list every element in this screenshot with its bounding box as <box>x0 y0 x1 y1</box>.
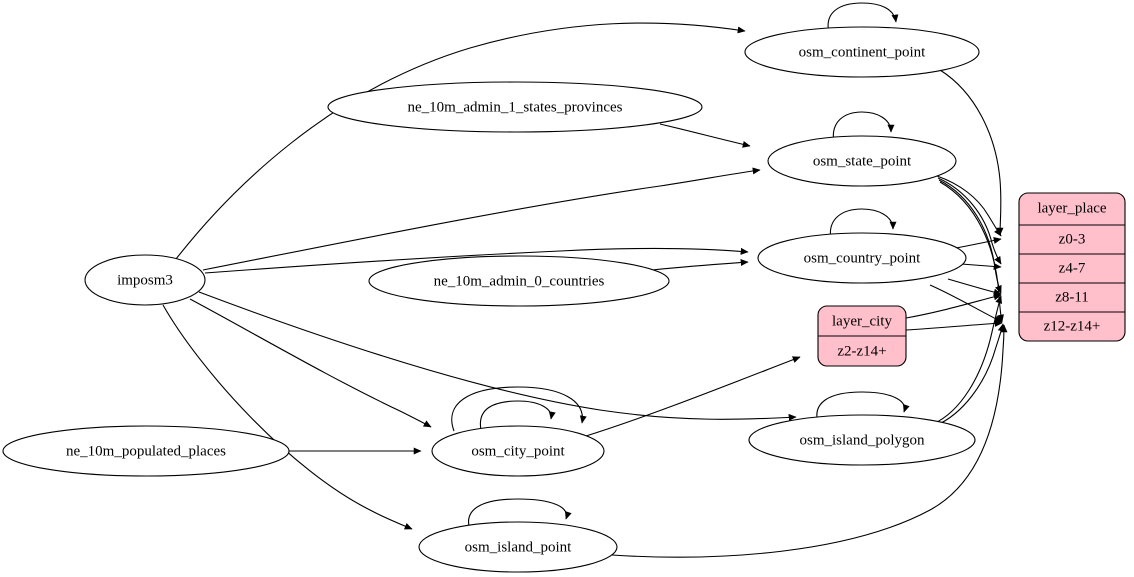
edge-osm_island_point-to-layer_place-z12-z14 <box>611 324 1008 558</box>
edge-osm_island_polygon-to-layer_place-z12-z14 <box>934 323 1005 427</box>
edge-self-osm_island_polygon <box>816 391 910 424</box>
edge-self-osm_country_point <box>829 208 897 241</box>
edge-osm_state_point-to-layer_place-z4-7 <box>937 177 1002 265</box>
edge-osm_state_point-to-layer_place-z0-3 <box>936 175 1002 237</box>
edge-self-osm_island_point <box>468 498 572 531</box>
edge-osm_state_point-to-layer_place-z12-z14 <box>939 181 1004 323</box>
edge-ne_countries-to-osm_country_point <box>651 259 749 271</box>
edge-osm_country_point-to-layer_place-z0-3 <box>955 237 1002 249</box>
node-ne_10m_populated_places[interactable]: ne_10m_populated_places <box>2 425 290 477</box>
edge-osm_city_point-to-layer_city-z2-z14 <box>585 356 801 437</box>
edge-layer <box>162 2 1008 558</box>
edge-self-osm_state_point <box>832 111 895 144</box>
node-ne_10m_admin_0_countries[interactable]: ne_10m_admin_0_countries <box>368 255 670 307</box>
record-node-layer_place[interactable]: layer_place z0-3 z4-7 z8-11 z12-z14+ <box>1018 192 1126 342</box>
edge-imposm3-to-osm_island_polygon <box>198 291 797 421</box>
edge-imposm3-to-osm_city_point <box>189 298 432 428</box>
edge-imposm3-to-osm_island_point <box>162 304 413 530</box>
node-osm_country_point[interactable]: osm_country_point <box>757 232 967 284</box>
edge-layer_city-to-layer_place-z8-11 <box>905 293 1002 319</box>
edge-imposm3-to-osm_state_point <box>202 167 761 271</box>
node-osm_state_point[interactable]: osm_state_point <box>767 135 957 187</box>
node-osm_island_polygon[interactable]: osm_island_polygon <box>748 414 976 466</box>
edge-osm_continent_point-to-layer_place-z0-3 <box>939 69 1004 236</box>
node-ne_10m_admin_1_states_provinces[interactable]: ne_10m_admin_1_states_provinces <box>327 81 703 133</box>
edge-layer_city-to-layer_place-z12-z14 <box>905 319 1003 331</box>
edge-osm_state_point-to-layer_place-z8-11 <box>938 179 1002 294</box>
node-imposm3[interactable]: imposm3 <box>84 254 206 306</box>
edge-osm_country_point-to-layer_place-z12-z14 <box>929 284 1003 323</box>
edge-osm_country_point-to-layer_place-z8-11 <box>947 278 1002 296</box>
edge-self-osm_continent_point <box>827 2 899 34</box>
edge-osm_island_polygon-to-layer_place-z8-11 <box>932 295 1003 425</box>
edge-self-osm_city_point-inner <box>479 400 556 431</box>
edge-osm_country_point-to-layer_place-z4-7 <box>960 262 1002 270</box>
node-osm_continent_point[interactable]: osm_continent_point <box>744 26 980 78</box>
edge-ne_states-to-osm_state_point <box>659 123 751 148</box>
edge-imposm3-to-osm_country_point <box>204 247 749 274</box>
layer_place-outline <box>1018 192 1126 342</box>
node-osm_city_point[interactable]: osm_city_point <box>431 425 605 477</box>
edge-self-osm_city_point-outer <box>451 386 587 432</box>
node-layer: imposm3 ne_10m_admin_1_states_provinces … <box>2 26 980 573</box>
node-osm_island_point[interactable]: osm_island_point <box>418 521 618 573</box>
edge-imposm3-to-osm_continent_point <box>175 22 746 260</box>
record-node-layer_city[interactable]: layer_city z2-z14+ <box>817 305 907 367</box>
